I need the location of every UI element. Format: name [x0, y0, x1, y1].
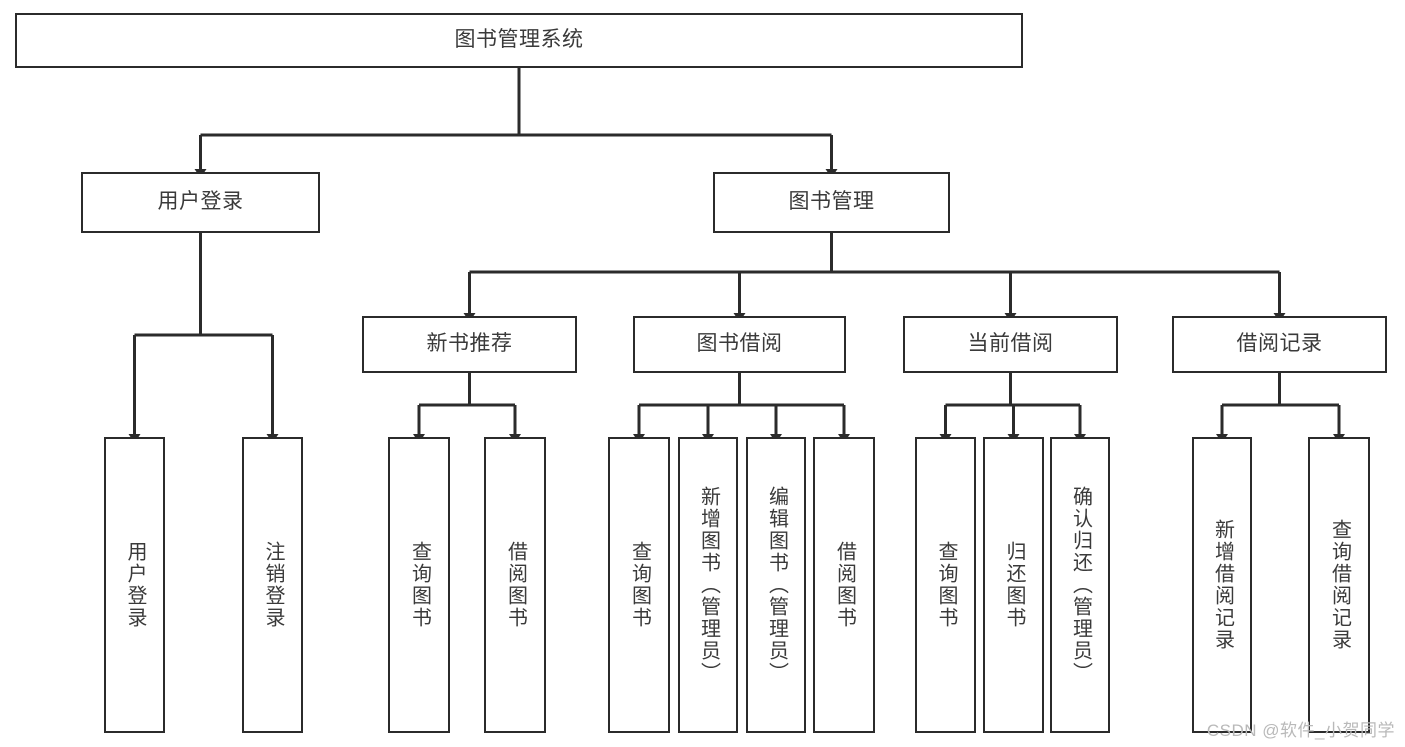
node-root[interactable]: 图书管理系统	[15, 13, 1023, 68]
watermark-text: CSDN @软件_小贺同学	[1206, 721, 1395, 740]
node-user-login[interactable]: 用户登录	[81, 172, 320, 233]
node-label: 注销登录	[262, 541, 284, 629]
node-current-borrow[interactable]: 当前借阅	[903, 316, 1118, 373]
node-label: 确认归还（管理员）	[1069, 486, 1092, 684]
node-leaf-add-borrow-record[interactable]: 新增借阅记录	[1192, 437, 1252, 733]
node-label: 当前借阅	[967, 332, 1054, 356]
node-leaf-add-book[interactable]: 新增图书（管理员）	[678, 437, 738, 733]
node-book-management[interactable]: 图书管理	[713, 172, 950, 233]
node-label: 查询图书	[628, 541, 651, 629]
node-leaf-user-login[interactable]: 用户登录	[104, 437, 165, 733]
node-label: 新书推荐	[426, 332, 513, 356]
node-leaf-query-book-rec[interactable]: 查询图书	[388, 437, 450, 733]
node-book-borrow[interactable]: 图书借阅	[633, 316, 846, 373]
node-leaf-query-borrow-record[interactable]: 查询借阅记录	[1308, 437, 1370, 733]
node-label: 图书管理系统	[454, 28, 584, 52]
node-new-book-recommend[interactable]: 新书推荐	[362, 316, 577, 373]
node-leaf-user-logout[interactable]: 注销登录	[242, 437, 303, 733]
node-label: 借阅图书	[504, 541, 527, 629]
node-label: 用户登录	[157, 190, 244, 214]
node-leaf-query-book-borrow[interactable]: 查询图书	[608, 437, 670, 733]
node-label: 借阅图书	[833, 541, 856, 629]
node-leaf-query-book-cur[interactable]: 查询图书	[915, 437, 976, 733]
node-leaf-borrow-book[interactable]: 借阅图书	[813, 437, 875, 733]
node-label: 查询借阅记录	[1328, 519, 1351, 651]
node-label: 编辑图书（管理员）	[765, 486, 788, 684]
node-leaf-confirm-return[interactable]: 确认归还（管理员）	[1050, 437, 1110, 733]
node-label: 查询图书	[408, 541, 431, 629]
node-label: 用户登录	[124, 541, 146, 629]
node-label: 图书借阅	[696, 332, 783, 356]
node-label: 归还图书	[1003, 541, 1025, 629]
node-leaf-borrow-book-rec[interactable]: 借阅图书	[484, 437, 546, 733]
node-leaf-edit-book[interactable]: 编辑图书（管理员）	[746, 437, 806, 733]
node-borrow-record[interactable]: 借阅记录	[1172, 316, 1387, 373]
node-label: 新增借阅记录	[1211, 519, 1234, 651]
node-label: 查询图书	[935, 541, 957, 629]
node-label: 借阅记录	[1236, 332, 1323, 356]
node-label: 图书管理	[788, 190, 875, 214]
node-label: 新增图书（管理员）	[697, 486, 720, 684]
node-leaf-return-book[interactable]: 归还图书	[983, 437, 1044, 733]
